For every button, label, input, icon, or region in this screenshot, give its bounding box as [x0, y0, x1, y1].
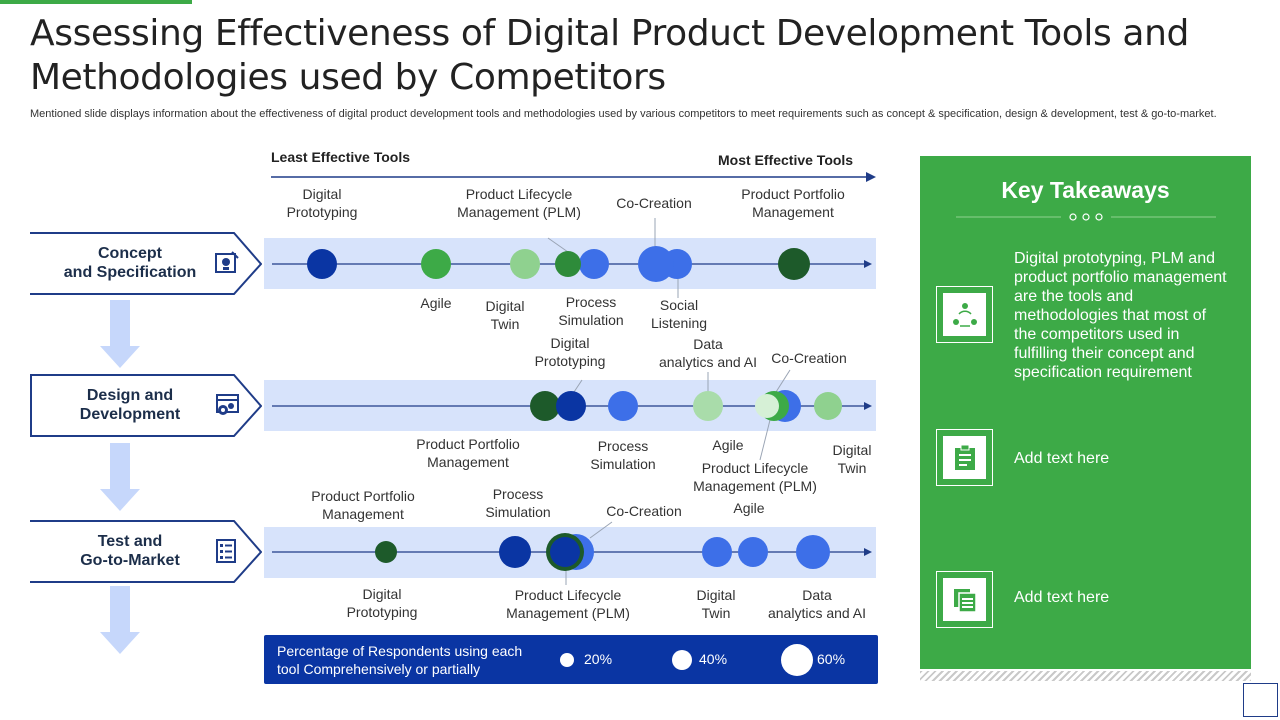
legend-value-20: 20% [584, 651, 613, 667]
bubble-test-product-portfolio [375, 541, 397, 563]
clipboard-icon [954, 444, 975, 470]
team-cycle-icon [952, 302, 977, 327]
legend-bubble-large [781, 644, 813, 676]
bubble-test-data-analytics [796, 535, 830, 569]
tool-label: Digital Prototyping [346, 586, 418, 620]
tool-label: Social Listening [650, 297, 708, 331]
bubble-test-process-simulation [499, 536, 531, 568]
bubble-concept-process-simulation [579, 249, 609, 279]
tool-label: Process Simulation [590, 438, 656, 472]
bubble-test-agile [738, 537, 768, 567]
tool-label: Digital Twin [832, 442, 872, 476]
most-effective-label: Most Effective Tools [718, 152, 854, 168]
bubble-test-plm [550, 537, 580, 567]
takeaways-divider [956, 213, 1216, 221]
takeaway-icon-box [936, 571, 993, 628]
bubble-concept-agile [421, 249, 451, 279]
takeaway-text: Digital prototyping, PLM and product por… [1014, 250, 1227, 381]
bubble-design-digital-prototyping [556, 391, 586, 421]
flow-down-arrow [100, 443, 140, 511]
legend-value-40: 40% [699, 651, 728, 667]
page-subtitle: Mentioned slide displays information abo… [30, 108, 1217, 120]
bubble-concept-co-creation [638, 246, 674, 282]
legend-value-60: 60% [817, 651, 846, 667]
stage-label: Test and Go-to-Market [80, 533, 180, 569]
legend-bubble-medium [672, 650, 692, 670]
tool-label: Product Portfolio Management [416, 436, 520, 470]
bubble-design-product-portfolio [530, 391, 560, 421]
legend-description: Percentage of Respondents using each too… [277, 643, 523, 677]
tool-label: Digital Twin [696, 587, 736, 621]
tool-label: Data analytics and AI [658, 336, 758, 370]
page-title: Assessing Effectiveness of Digital Produ… [30, 13, 1189, 98]
tool-label: Co-Creation [606, 503, 682, 519]
tool-label: Digital Prototyping [534, 335, 606, 369]
tool-label: Product Lifecycle Management (PLM) [457, 186, 581, 220]
tool-label: Data analytics and AI [767, 587, 867, 621]
legend-bubble-small [560, 653, 574, 667]
takeaway-text: Add text here [1014, 589, 1110, 606]
flow-down-arrow [100, 586, 140, 654]
tool-label: Agile [712, 437, 744, 453]
slide-corner-frame [1243, 683, 1278, 717]
tool-label: Co-Creation [616, 195, 692, 211]
flow-down-arrow [100, 300, 140, 368]
key-takeaways-title: Key Takeaways [1001, 177, 1170, 203]
stage-arrow-shape [30, 520, 262, 583]
least-effective-label: Least Effective Tools [271, 149, 411, 165]
bubble-concept-digital-twin [510, 249, 540, 279]
bubble-concept-digital-prototyping [307, 249, 337, 279]
top-accent-bar [0, 0, 192, 4]
bubble-concept-product-portfolio [778, 248, 810, 280]
takeaway-icon-box [936, 286, 993, 343]
stage-label: Design and Development [79, 387, 181, 423]
tool-label: Product Portfolio Management [311, 488, 415, 522]
tool-label: Digital Twin [485, 298, 525, 332]
bubble-design-plm [755, 394, 779, 418]
bubble-test-digital-twin [702, 537, 732, 567]
stage-label: Concept and Specification [63, 245, 197, 281]
takeaway-text: Add text here [1014, 450, 1110, 467]
browser-gear-icon [216, 394, 239, 415]
bubble-design-data-analytics [693, 391, 723, 421]
stage-design-development: Design and Development [30, 374, 262, 437]
scale-arrow-head [866, 172, 876, 182]
bubble-design-process-simulation [608, 391, 638, 421]
tool-label: Agile [733, 500, 765, 516]
tool-label: Product Portfolio Management [741, 186, 845, 220]
checklist-icon [216, 539, 236, 563]
tool-label: Digital Prototyping [286, 186, 358, 220]
bubble-concept-plm [555, 251, 581, 277]
tool-label: Co-Creation [771, 350, 847, 366]
stage-arrow-shape [30, 232, 262, 295]
stage-concept-specification: Concept and Specification [30, 232, 262, 295]
idea-gear-icon [215, 251, 239, 273]
leader-lines [547, 218, 791, 585]
bubble-design-digital-twin [814, 392, 842, 420]
tool-label: Agile [420, 295, 452, 311]
documents-icon [953, 588, 977, 613]
stage-test-go-to-market: Test and Go-to-Market [30, 520, 262, 583]
tool-label: Product Lifecycle Management (PLM) [506, 587, 630, 621]
stage-arrow-shape [30, 374, 262, 437]
tool-label: Process Simulation [485, 486, 551, 520]
tool-label: Product Lifecycle Management (PLM) [693, 460, 817, 494]
takeaway-icon-box [936, 429, 993, 486]
tool-label: Process Simulation [558, 294, 624, 328]
panel-hatch-stripe [920, 671, 1251, 681]
